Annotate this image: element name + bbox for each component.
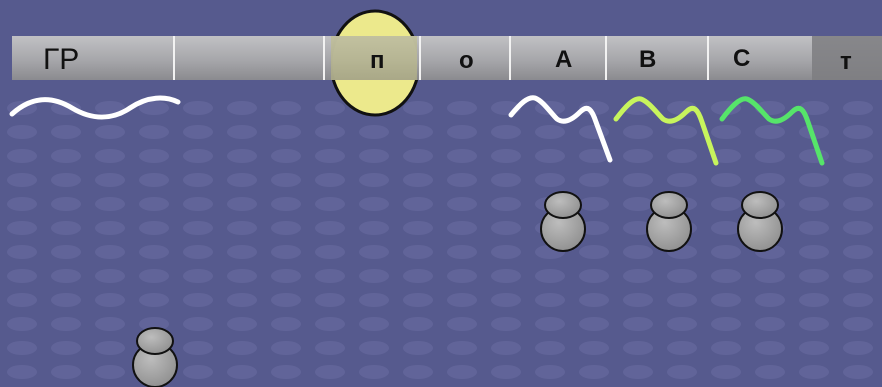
figure-head [137,328,173,354]
segment-label-p: п [370,47,385,74]
segment-strip: ГР п о А В С т [12,36,882,80]
segment-label-o: о [459,47,474,74]
figure-head [651,192,687,218]
segment-label-gr: ГР [43,43,79,76]
segment-label-b: В [639,46,656,73]
figure-head [742,192,778,218]
segment-label-t: т [840,48,852,75]
figure-head [545,192,581,218]
figure-c [738,192,782,251]
figure-a [541,192,585,251]
segment-label-a: А [555,46,572,73]
strip-bar [12,36,882,80]
figure-bottom [133,328,177,387]
segment-label-c: С [733,45,750,72]
figure-b [647,192,691,251]
